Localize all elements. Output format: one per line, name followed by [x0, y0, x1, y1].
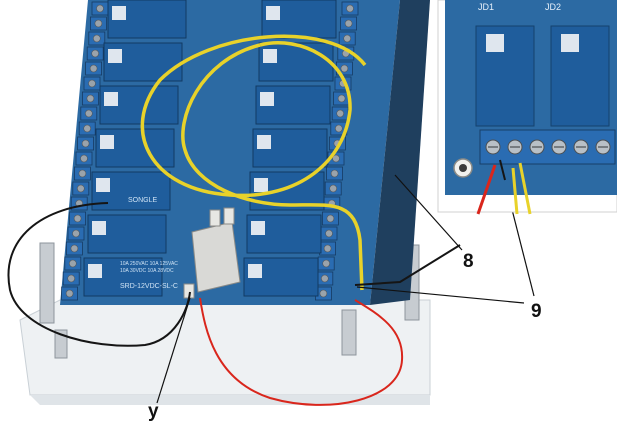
relay-model-text: SRD-12VDC-SL-C [120, 283, 178, 290]
relay-logo-right [254, 178, 268, 192]
callout-label-8: 8 [463, 251, 474, 272]
relay-logo-left [92, 221, 106, 235]
screw-left [80, 154, 88, 163]
screw-left [69, 259, 77, 268]
relay-logo-right [257, 135, 271, 149]
screw-right [326, 214, 335, 223]
yellow-wire [140, 34, 367, 291]
screw-left [94, 19, 103, 28]
screw-left [81, 139, 90, 148]
screw-right [330, 169, 339, 178]
screw-right [332, 154, 340, 163]
sensor-component [183, 207, 241, 299]
acrylic-base [19, 299, 431, 405]
screw-left [83, 124, 91, 133]
screw-left [73, 214, 82, 223]
screw-left [85, 109, 93, 118]
relay-logo-left [112, 6, 126, 20]
black-wire [7, 202, 461, 347]
screw-left [91, 49, 99, 58]
callout-label-9: 9 [531, 301, 542, 322]
relay-print-sample: SONGLE SRD-12VDC-SL-C 10A 250VAC 10A 125… [120, 197, 178, 290]
right-terminal-strip [314, 1, 359, 301]
relay-rating-text-2: 10A 30VDC 10A 28VDC [120, 268, 174, 274]
screw-right [334, 124, 343, 133]
screw-right [337, 94, 346, 103]
relay-logo-left [88, 264, 102, 278]
screw-right [336, 109, 345, 118]
left-terminal-strip [61, 1, 109, 301]
screw-right [323, 244, 332, 253]
relay-logo-right [263, 49, 277, 63]
relay-logo-right [251, 221, 265, 235]
screw-left [78, 169, 87, 178]
screw-left [70, 244, 79, 253]
relay-logo-left [100, 135, 114, 149]
screw-left [86, 94, 95, 103]
screw-right [346, 4, 354, 13]
screw-right [340, 64, 349, 73]
screw-left [93, 34, 101, 43]
screw-left [88, 79, 96, 88]
screw-right [329, 184, 338, 193]
relay-logo-left [108, 49, 122, 63]
relay-logo-right [266, 6, 280, 20]
relay-rating-text-1: 10A 250VAC 10A 125VAC [120, 261, 178, 267]
screw-right [343, 34, 352, 43]
screw-left [65, 289, 74, 298]
screw-right [320, 274, 329, 283]
screw-left [89, 64, 98, 73]
inset-label-jd1: JD1 [478, 2, 494, 12]
relay-logo-right [260, 92, 274, 106]
screw-right [344, 19, 353, 28]
screw-left [96, 4, 104, 13]
screw-right [325, 229, 333, 238]
inset-label-jd2: JD2 [545, 2, 561, 12]
screw-right [322, 259, 331, 268]
relay-brand-text: SONGLE [128, 197, 158, 204]
callout-label-y: y [148, 401, 159, 422]
screw-left [67, 274, 75, 283]
screw-left [77, 184, 85, 193]
screw-right [319, 289, 328, 298]
relay-column-right [243, 0, 337, 297]
relay-logo-left [96, 178, 110, 192]
screw-left [72, 229, 80, 238]
relay-logo-right [248, 264, 262, 278]
relay-logo-left [104, 92, 118, 106]
red-wire [199, 297, 404, 406]
inset-photo: JD1 JD2 [437, 0, 617, 215]
